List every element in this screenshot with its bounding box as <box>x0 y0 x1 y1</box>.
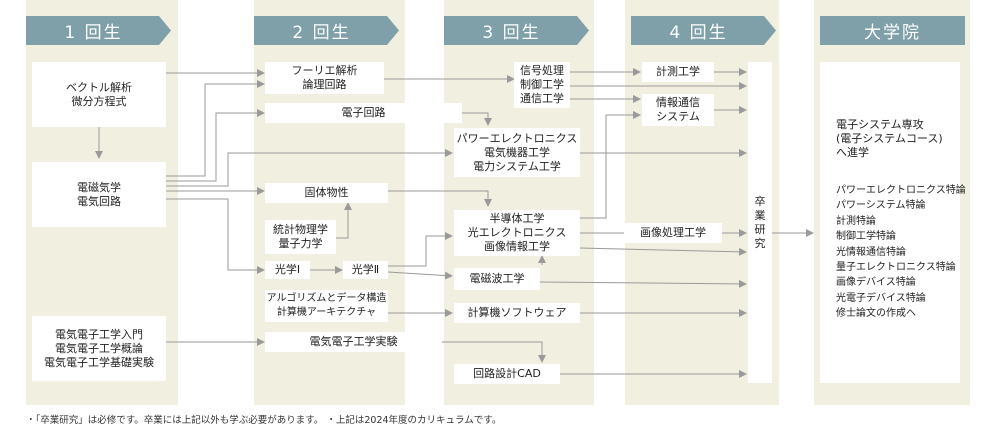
header-year2: 2 回生 <box>254 16 399 45</box>
course-computer-software: 計算機ソフトウェア <box>454 303 580 323</box>
course-electromagnetism: 電磁気学 電気回路 <box>32 162 166 227</box>
course-solid-state: 固体物性 <box>265 183 388 203</box>
course-info-comm: 情報通信 システム <box>642 94 714 126</box>
course-vector-analysis: ベクトル解析 微分方程式 <box>32 62 166 127</box>
course-power-electronics: パワーエレクトロニクス 電気機器工学 電力システム工学 <box>454 128 580 177</box>
course-circuit-cad: 回路設計CAD <box>454 364 560 384</box>
course-optics-1: 光学Ⅰ <box>265 261 310 279</box>
header-year3: 3 回生 <box>444 16 589 45</box>
course-experiment: 電気電子工学実験 <box>265 332 442 352</box>
course-em-wave: 電磁波工学 <box>454 268 540 290</box>
grad-school-panel <box>820 62 960 383</box>
course-fourier: フーリエ解析 論理回路 <box>265 62 384 94</box>
course-algorithms: アルゴリズムとデータ構造 計算機アーキテクチャ <box>265 290 388 322</box>
grad-course-list: パワーエレクトロニクス特論 パワーシステム特論 計測特論 制御工学特論 光情報通… <box>836 185 966 320</box>
grad-advance-text: 電子システム専攻 (電子システムコース) へ進学 <box>836 118 943 159</box>
footnote: ・「卒業研究」は必修です。卒業には上記以外も学ぶ必要があります。 ・上記は202… <box>26 415 502 426</box>
course-semiconductor: 半導体工学 光エレクトロニクス 画像情報工学 <box>454 210 580 256</box>
header-year4: 4 回生 <box>631 16 776 45</box>
course-measurement: 計測工学 <box>642 62 714 82</box>
header-grad: 大学院 <box>820 16 965 45</box>
course-graduation-research: 卒 業 研 究 <box>748 62 772 383</box>
header-year1: 1 回生 <box>26 16 171 45</box>
course-intro: 電気電子工学入門 電気電子工学概論 電気電子工学基礎実験 <box>32 316 166 381</box>
course-electronic-circuit: 電子回路 <box>265 103 462 123</box>
course-stat-physics: 統計物理学 量子力学 <box>265 220 336 254</box>
course-optics-2: 光学Ⅱ <box>343 261 388 279</box>
course-image-processing: 画像処理工学 <box>624 223 722 243</box>
course-signal-processing: 信号処理 制御工学 通信工学 <box>514 62 570 108</box>
